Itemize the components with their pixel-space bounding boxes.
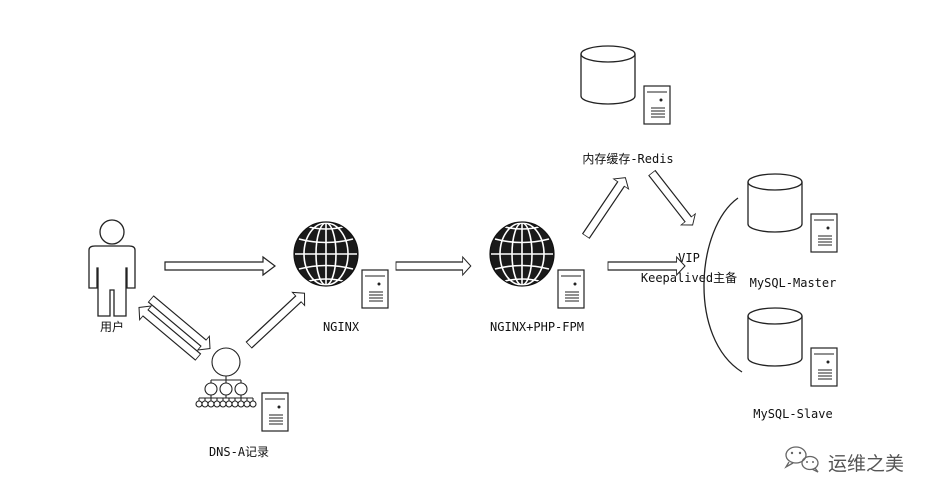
dns-label: DNS-A记录 bbox=[209, 445, 269, 459]
nginx-server-icon bbox=[361, 269, 389, 309]
watermark-text: 运维之美 bbox=[828, 453, 904, 475]
vip-node: VIP Keepalived主备 bbox=[641, 251, 737, 285]
vip-label: VIP bbox=[678, 251, 700, 265]
mysql-slave-node: MySQL-Slave bbox=[747, 307, 838, 421]
nginx-label: NGINX bbox=[323, 320, 360, 334]
mysql-master-label: MySQL-Master bbox=[750, 276, 837, 290]
nginx-php-node: NGINX+PHP-FPM bbox=[489, 221, 585, 334]
redis-label: 内存缓存-Redis bbox=[582, 152, 673, 166]
arrow-nginx-to-php bbox=[395, 256, 472, 276]
arrow-php-to-redis bbox=[577, 172, 634, 242]
nginx-php-server-icon bbox=[557, 269, 585, 309]
mysql-slave-label: MySQL-Slave bbox=[753, 407, 832, 421]
nginx-php-label: NGINX+PHP-FPM bbox=[490, 320, 584, 334]
watermark: 运维之美 bbox=[784, 446, 904, 475]
dns-node: DNS-A记录 bbox=[195, 347, 289, 459]
wechat-icon bbox=[784, 446, 819, 473]
user-label: 用户 bbox=[100, 319, 124, 334]
redis-database-icon bbox=[580, 45, 671, 125]
nginx-node: NGINX bbox=[293, 221, 389, 334]
mysql-master-node: MySQL-Master bbox=[747, 173, 838, 290]
mysql-master-database-icon bbox=[747, 173, 838, 253]
user-icon bbox=[88, 219, 136, 317]
mysql-group-bracket bbox=[703, 197, 743, 373]
redis-node: 内存缓存-Redis bbox=[580, 45, 674, 166]
arrow-user-to-nginx bbox=[164, 256, 276, 276]
dns-server-icon bbox=[261, 392, 289, 432]
nginx-php-globe-icon bbox=[489, 221, 555, 287]
nginx-globe-icon bbox=[293, 221, 359, 287]
arrow-dns-to-nginx bbox=[242, 286, 312, 353]
user-node: 用户 bbox=[88, 219, 136, 334]
keepalived-label: Keepalived主备 bbox=[641, 271, 737, 285]
dns-hierarchy-icon bbox=[195, 347, 257, 408]
mysql-slave-database-icon bbox=[747, 307, 838, 387]
arrow-redis-to-vip bbox=[644, 166, 701, 232]
